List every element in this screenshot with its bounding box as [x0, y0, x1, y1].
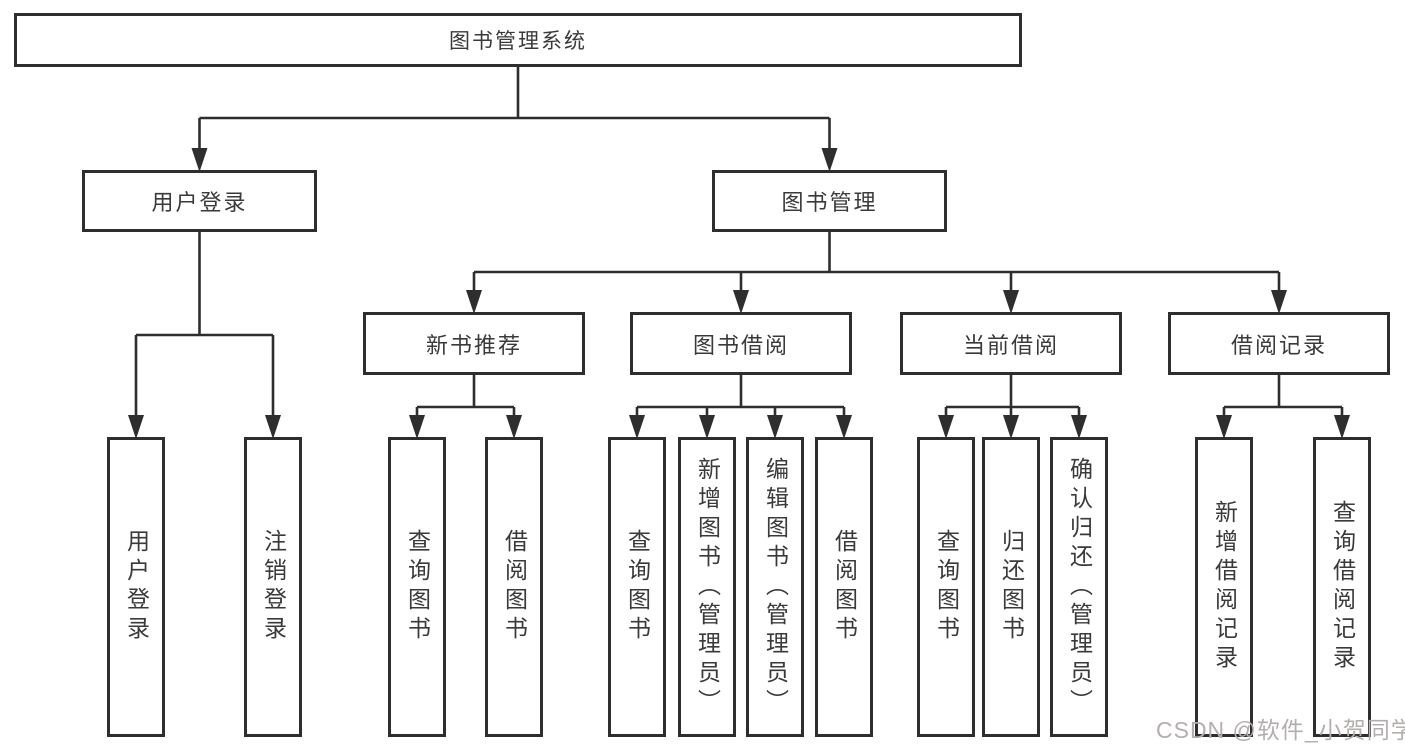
arrowhead	[836, 415, 852, 439]
node-label: 查询图书	[624, 529, 651, 645]
arrowhead	[128, 415, 144, 439]
node-leaf-query-books-3: 查询图书	[917, 437, 975, 737]
arrowhead	[938, 415, 954, 439]
node-label: 查询图书	[404, 529, 431, 645]
arrowhead	[191, 148, 208, 172]
node-label: 用户登录	[151, 190, 248, 215]
node-leaf-query-borrow-record: 查询借阅记录	[1313, 437, 1371, 737]
node-label: 借阅图书	[831, 529, 858, 645]
node-label: 借阅记录	[1230, 332, 1327, 358]
node-leaf-borrow-books-2: 借阅图书	[815, 437, 873, 737]
node-label: 图书借阅	[692, 332, 789, 358]
node-leaf-add-book: 新增图书（管理员）	[678, 437, 736, 737]
arrowhead	[767, 415, 783, 439]
node-label: 查询图书	[933, 529, 960, 645]
arrowhead	[466, 290, 482, 314]
node-label: 用户登录	[123, 529, 150, 645]
arrowhead	[265, 415, 281, 439]
arrowhead	[733, 290, 749, 314]
node-leaf-return-book: 归还图书	[982, 437, 1040, 737]
node-root: 图书管理系统	[14, 13, 1022, 67]
node-label: 查询借阅记录	[1329, 500, 1356, 674]
arrowhead	[629, 415, 645, 439]
node-current-borrow: 当前借阅	[900, 312, 1122, 375]
node-leaf-confirm-return: 确认归还（管理员）	[1050, 437, 1108, 737]
arrowhead	[1003, 290, 1019, 314]
arrowhead	[1216, 415, 1232, 439]
arrowhead	[1271, 290, 1287, 314]
node-book-borrow: 图书借阅	[630, 312, 852, 375]
node-label: 新增图书（管理员）	[694, 456, 721, 718]
arrowhead	[1334, 415, 1350, 439]
arrowhead	[409, 415, 425, 439]
node-leaf-edit-book: 编辑图书（管理员）	[746, 437, 804, 737]
node-leaf-query-books-1: 查询图书	[388, 437, 446, 737]
node-book-mgmt: 图书管理	[712, 170, 947, 232]
node-leaf-borrow-books-1: 借阅图书	[485, 437, 543, 737]
node-borrow-records: 借阅记录	[1168, 312, 1390, 375]
node-leaf-add-borrow-record: 新增借阅记录	[1195, 437, 1253, 737]
node-label: 借阅图书	[501, 529, 528, 645]
node-label: 编辑图书（管理员）	[762, 456, 789, 718]
node-label: 归还图书	[998, 529, 1025, 645]
node-label: 新书推荐	[425, 332, 522, 358]
node-label: 当前借阅	[962, 332, 1059, 358]
node-leaf-user-login: 用户登录	[107, 437, 165, 737]
node-label: 新增借阅记录	[1211, 500, 1238, 674]
node-leaf-query-books-2: 查询图书	[608, 437, 666, 737]
arrowhead	[1071, 415, 1087, 439]
node-new-book-rec: 新书推荐	[363, 312, 585, 375]
node-user-login: 用户登录	[82, 170, 317, 232]
arrowhead	[821, 148, 838, 172]
arrowhead	[699, 415, 715, 439]
node-label: 确认归还（管理员）	[1066, 456, 1093, 718]
node-label: 图书管理系统	[449, 30, 587, 53]
arrowhead	[1003, 415, 1019, 439]
node-label: 注销登录	[260, 529, 287, 645]
arrowhead	[506, 415, 522, 439]
node-label: 图书管理	[781, 190, 878, 215]
node-leaf-logout: 注销登录	[244, 437, 302, 737]
